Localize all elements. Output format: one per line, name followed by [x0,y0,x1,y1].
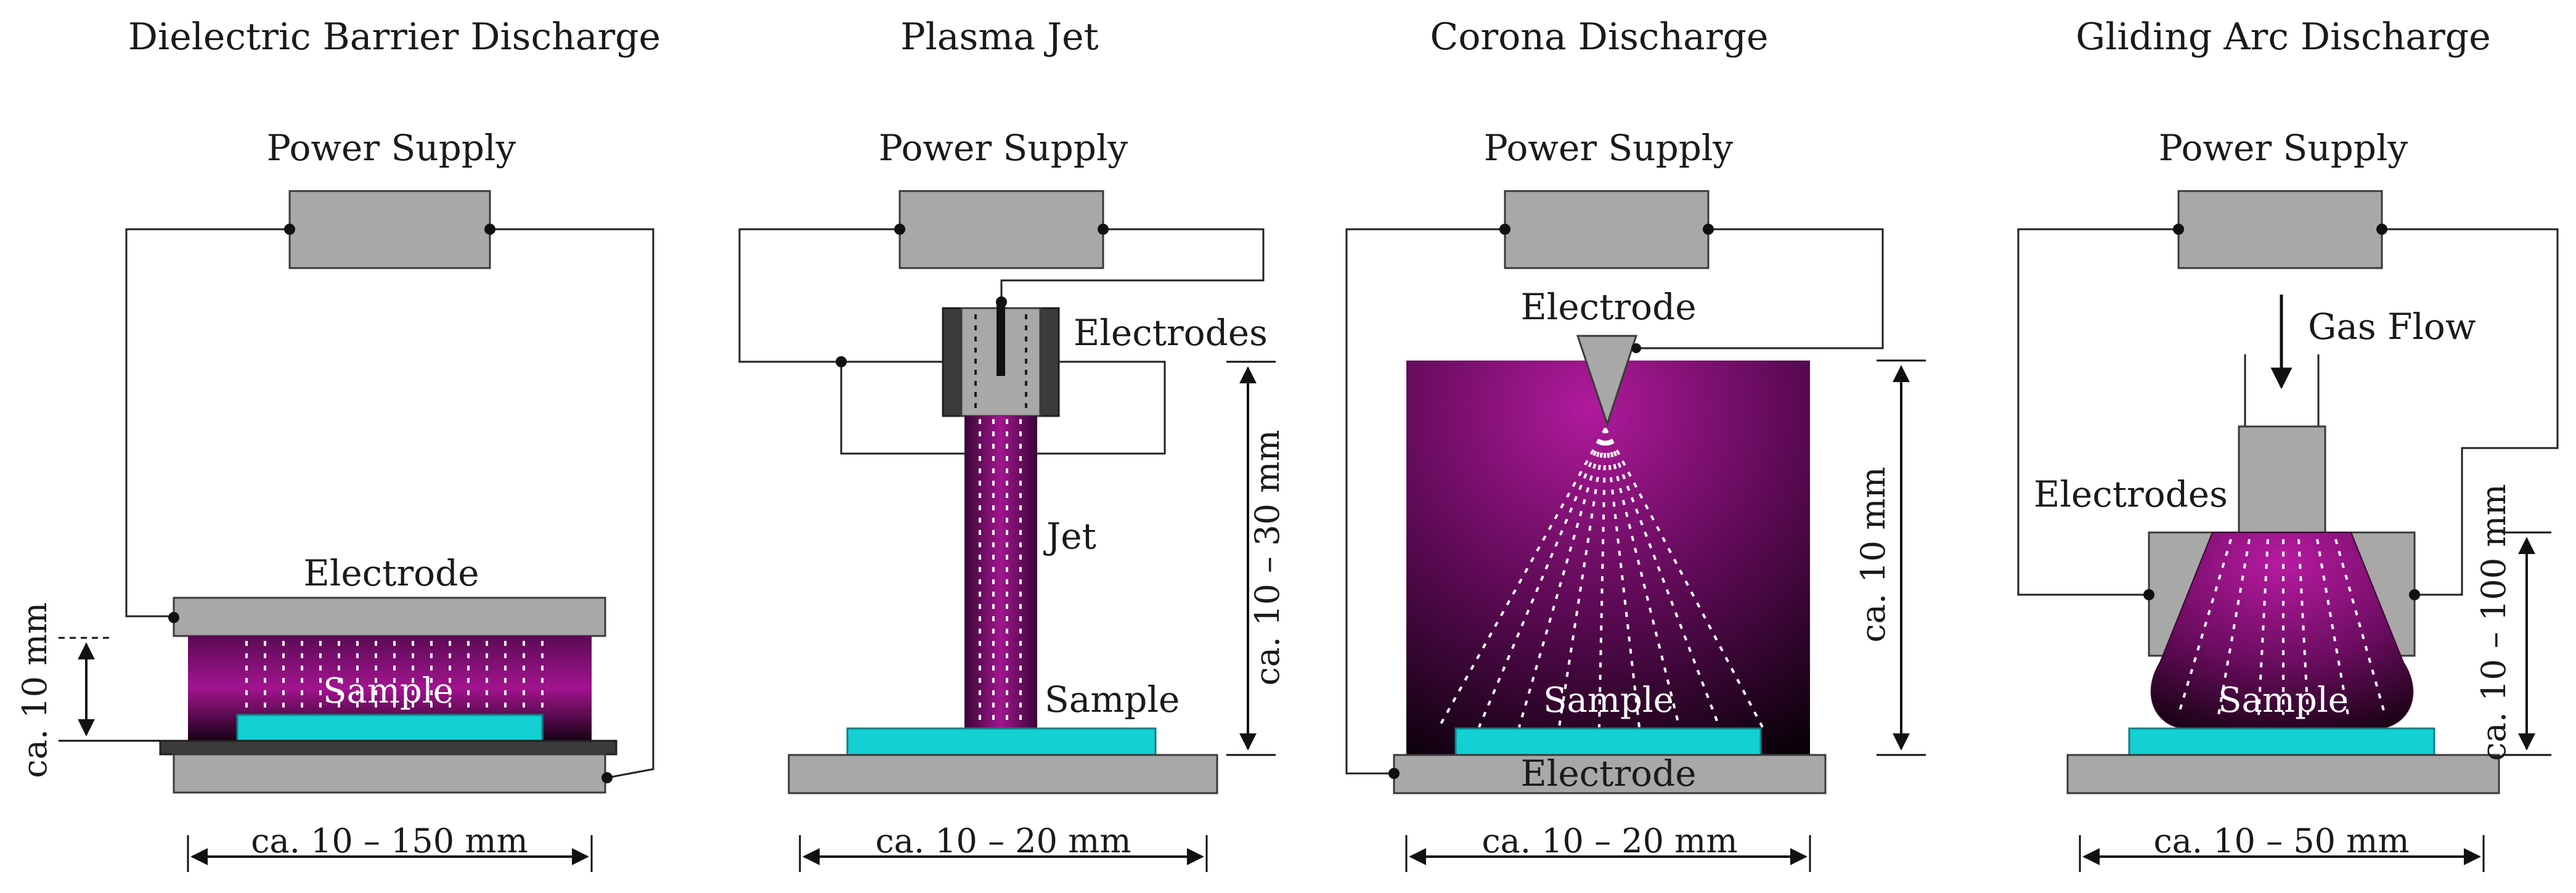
dielectric-barrier [159,740,618,756]
sample-label: Sample [2218,680,2349,720]
terminal-dot [1703,224,1714,235]
jet-label: Jet [1043,515,1096,557]
plasma-jet [964,416,1037,730]
power-supply-box [1504,190,1710,269]
wire-right [490,228,654,779]
power-supply-box [899,190,1104,269]
gas-flow-label: Gas Flow [2308,306,2476,348]
terminal-dot [168,612,179,623]
power-supply-label: Power Supply [1484,127,1734,169]
terminal-dot [894,224,905,235]
terminal-dot [2376,224,2387,235]
needle-electrode [1576,335,1638,427]
terminal-dot [2143,589,2154,600]
sample [2128,727,2435,756]
wire-right [1636,228,1884,349]
panel-corona: Corona Discharge Power Supply Electrode … [1345,15,1926,872]
width-label: ca. 10 – 20 mm [875,822,1131,860]
terminal-dot [1499,224,1510,235]
terminal-dot [836,356,847,367]
electrode-bottom-label: Electrode [1520,752,1696,794]
inner-electrode [997,302,1005,376]
panel-title: Gliding Arc Discharge [2076,15,2490,59]
electrode-top-label: Electrode [1520,286,1696,328]
panel-title: Plasma Jet [900,15,1099,59]
panel-plasma-jet: Plasma Jet Power Supply Electrodes Jet S… [738,15,1287,872]
panel-dbd: Dielectric Barrier Discharge Power Suppl… [15,15,661,872]
sample [1454,727,1762,756]
corona-streamers [1438,428,1764,728]
electrodes-label: Electrodes [2034,473,2228,515]
sample-label: Sample [1543,680,1674,720]
gap-label: ca. 10 mm [1854,467,1893,642]
plasma-filaments [245,641,544,715]
terminal-dot [1098,224,1109,235]
wire-inner-loop [840,361,1166,455]
terminal-dot [1388,768,1400,779]
terminal-dot [1631,343,1641,353]
electrodes-label: Electrodes [1074,312,1268,354]
base-plate [2066,754,2500,794]
bottom-electrode [1393,754,1827,794]
width-label: ca. 10 – 20 mm [1482,822,1737,860]
power-supply-box [288,190,491,269]
gap-label: ca. 10 – 30 mm [1248,430,1287,685]
power-supply-box [2177,190,2383,269]
terminal-dot [2409,589,2420,600]
base-plate [788,754,1218,794]
terminal-dot [484,224,495,235]
panel-title: Corona Discharge [1430,15,1768,59]
terminal-dot [284,224,295,235]
width-label: ca. 10 – 150 mm [251,822,528,860]
wire-left [125,228,290,618]
sample [236,714,544,742]
panel-gliding-arc: Gliding Arc Discharge Power Supply Gas F… [2017,15,2559,872]
power-supply-label: Power Supply [2159,127,2408,169]
corona-region [1406,361,1810,755]
gap-label: ca. 10 – 100 mm [2474,484,2513,760]
panel-title: Dielectric Barrier Discharge [128,15,661,59]
sample-label: Sample [1045,679,1180,720]
terminal-dot [601,772,613,783]
top-electrode [173,597,606,637]
gap-label: ca. 10 mm [15,602,54,778]
sample-label: Sample [323,671,454,711]
gas-nozzle [2238,425,2326,534]
wire-right [2382,228,2559,596]
wire-left [2017,228,2179,596]
power-supply-label: Power Supply [267,127,516,169]
arc-filaments [2177,539,2386,716]
electrode-label: Electrode [303,552,479,594]
wire-left [1345,228,1505,775]
power-supply-label: Power Supply [879,127,1128,169]
terminal-dot [2173,224,2184,235]
wire-right [1000,228,1265,302]
sample [846,727,1157,756]
width-label: ca. 10 – 50 mm [2153,822,2409,860]
bottom-electrode [173,753,606,794]
